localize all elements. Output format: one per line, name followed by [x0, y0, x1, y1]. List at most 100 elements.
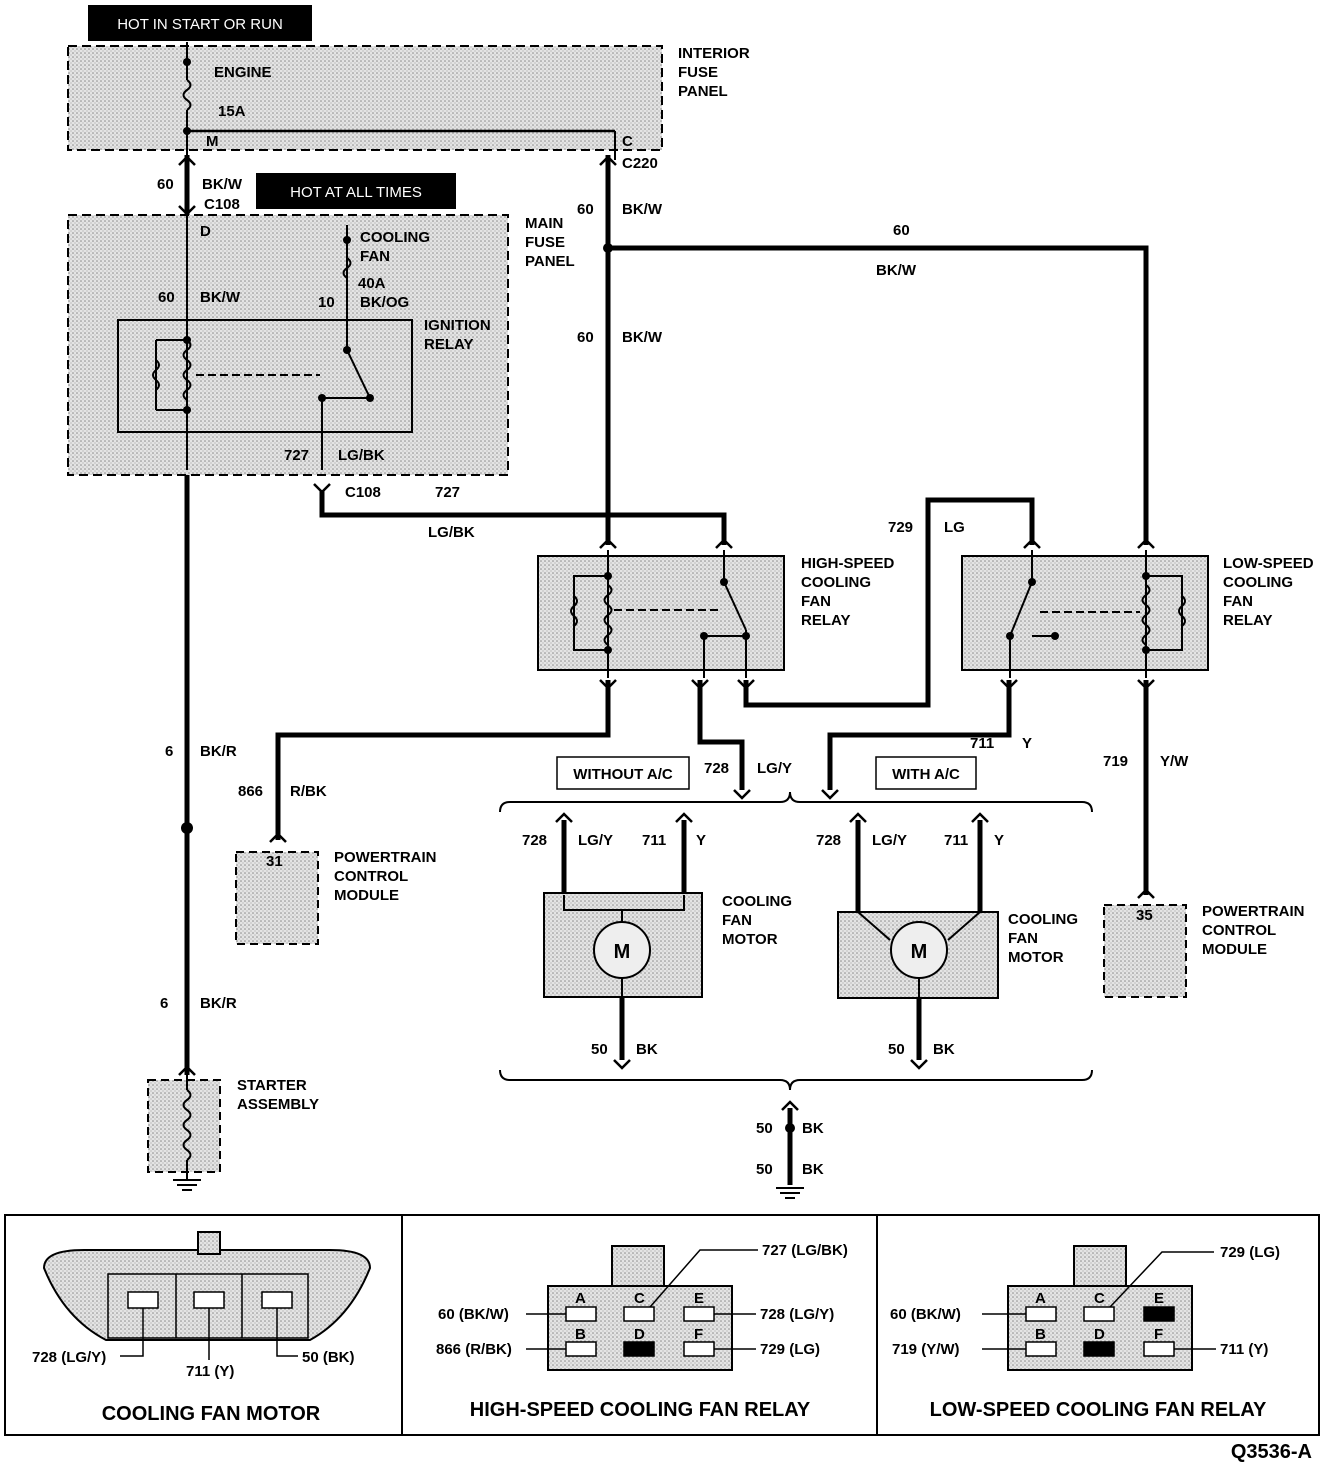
- pcm-35: [1103, 904, 1187, 998]
- motor-pin-728: 728 (LG/Y): [32, 1349, 106, 1366]
- high-speed-connector-view: [526, 1245, 758, 1371]
- splice-dot: [604, 572, 612, 580]
- w6-bot-color: BK/R: [200, 995, 237, 1012]
- starter-internals: [173, 1075, 201, 1191]
- main-bkog-label: BK/OG: [360, 294, 409, 311]
- without-ac-label: WITHOUT A/C: [573, 766, 673, 783]
- w866-color: R/BK: [290, 783, 327, 800]
- w60-top-color: BK/W: [876, 262, 917, 279]
- w729-color: LG: [944, 519, 965, 536]
- low-speed-relay-title-3: FAN: [1223, 593, 1253, 610]
- hs-pin-60: 60 (BK/W): [438, 1306, 509, 1323]
- high-speed-relay-title-4: RELAY: [801, 612, 850, 629]
- w728-num: 728: [704, 760, 729, 777]
- main-10-label: 10: [318, 294, 335, 311]
- motor-1-symbol: M: [614, 941, 631, 963]
- hot-in-start-banner: [88, 5, 312, 41]
- c108-bottom-label: C108: [345, 484, 381, 501]
- interior-fuse-panel-title-2: FUSE: [678, 64, 718, 81]
- hs-letter-d: D: [634, 1326, 645, 1343]
- engine-fuse-rating: 15A: [218, 103, 246, 120]
- m2-50-num: 50: [888, 1041, 905, 1058]
- splice-dot: [183, 336, 191, 344]
- motor-2-title-3: MOTOR: [1008, 949, 1064, 966]
- splice-dot: [1142, 572, 1150, 580]
- hs-pin-866: 866 (R/BK): [436, 1341, 512, 1358]
- g1-50-color: BK: [802, 1120, 824, 1137]
- motor-1-title-1: COOLING: [722, 893, 792, 910]
- ls-pin-711: 711 (Y): [1220, 1341, 1268, 1358]
- m2-711-color: Y: [994, 832, 1004, 849]
- cooling-fan-fuse-rating: 40A: [358, 275, 386, 292]
- w727-num: 727: [435, 484, 460, 501]
- motor-connector-view: [42, 1231, 372, 1360]
- motor-2-symbol: M: [911, 941, 928, 963]
- splice-dot: [183, 127, 191, 135]
- splice-starter: [181, 822, 193, 834]
- splice-ground: [785, 1123, 795, 1133]
- g1-50-num: 50: [756, 1120, 773, 1137]
- main-lgbk-label: LG/BK: [338, 447, 385, 464]
- motor-1-title-2: FAN: [722, 912, 752, 929]
- ignition-relay-label-2: RELAY: [424, 336, 473, 353]
- w719-num: 719: [1103, 753, 1128, 770]
- m1-728-color: LG/Y: [578, 832, 613, 849]
- motor-2-title-1: COOLING: [1008, 911, 1078, 928]
- motor-connector-title: COOLING FAN MOTOR: [102, 1403, 321, 1425]
- m2-728-num: 728: [816, 832, 841, 849]
- pcm-35-title-3: MODULE: [1202, 941, 1267, 958]
- ls-letter-a: A: [1035, 1290, 1046, 1307]
- w60-mid-color: BK/W: [622, 329, 663, 346]
- terminal-m: M: [206, 133, 219, 150]
- without-ac-box: [556, 756, 690, 790]
- w60-mid-num: 60: [577, 329, 594, 346]
- ls-pin-60: 60 (BK/W): [890, 1306, 961, 1323]
- hs-pin-727: 727 (LG/BK): [762, 1242, 848, 1259]
- pcm-31: [235, 851, 319, 945]
- w6-top-color: BK/R: [200, 743, 237, 760]
- pcm-31-title-1: POWERTRAIN: [334, 849, 437, 866]
- interior-fuse-panel-title-1: INTERIOR: [678, 45, 750, 62]
- w60-c220-color: BK/W: [622, 201, 663, 218]
- high-speed-relay-title-1: HIGH-SPEED: [801, 555, 895, 572]
- ls-letter-c: C: [1094, 1290, 1105, 1307]
- splice-dot: [343, 236, 351, 244]
- w719-color: Y/W: [1160, 753, 1189, 770]
- connector-symbols: [178, 155, 1155, 1111]
- starter-title-2: ASSEMBLY: [237, 1096, 319, 1113]
- pcm-31-title-2: CONTROL: [334, 868, 408, 885]
- splice-dot: [343, 346, 351, 354]
- cooling-fan-fuse-label-1: COOLING: [360, 229, 430, 246]
- w6-bot-num: 6: [160, 995, 168, 1012]
- m2-711-num: 711: [944, 832, 968, 849]
- motor-2-internals: [857, 911, 981, 998]
- ls-pin-729: 729 (LG): [1220, 1244, 1280, 1261]
- motor-2-title-2: FAN: [1008, 930, 1038, 947]
- low-speed-relay: [961, 555, 1209, 671]
- ls-connector-title: LOW-SPEED COOLING FAN RELAY: [930, 1399, 1267, 1421]
- hot-in-start-text: HOT IN START OR RUN: [117, 16, 283, 33]
- figure-id: Q3536-A: [1231, 1441, 1312, 1463]
- motor-pin-50: 50 (BK): [302, 1349, 355, 1366]
- w60-left-num: 60: [157, 176, 174, 193]
- ignition-relay-internals: [152, 215, 371, 470]
- bottom-brace: [499, 1069, 1093, 1091]
- splice-dot: [720, 578, 728, 586]
- m2-50-color: BK: [933, 1041, 955, 1058]
- ground-symbol: [776, 1187, 804, 1199]
- main-fuse-panel-title-3: PANEL: [525, 253, 575, 270]
- low-speed-relay-title-1: LOW-SPEED: [1223, 555, 1314, 572]
- hot-at-all-times-banner: [256, 173, 456, 209]
- heavy-wires: [184, 155, 1149, 1185]
- ls-pin-719: 719 (Y/W): [892, 1341, 960, 1358]
- splice-dot: [742, 632, 750, 640]
- splice-dot: [183, 406, 191, 414]
- pcm-35-pin: 35: [1136, 907, 1153, 924]
- cooling-fan-fuse-label-2: FAN: [360, 248, 390, 265]
- main-fuse-panel-title-2: FUSE: [525, 234, 565, 251]
- high-speed-relay-title-3: FAN: [801, 593, 831, 610]
- w866-num: 866: [238, 783, 263, 800]
- with-ac-label: WITH A/C: [892, 766, 960, 783]
- ignition-relay: [117, 319, 413, 433]
- terminal-c: C: [622, 133, 633, 150]
